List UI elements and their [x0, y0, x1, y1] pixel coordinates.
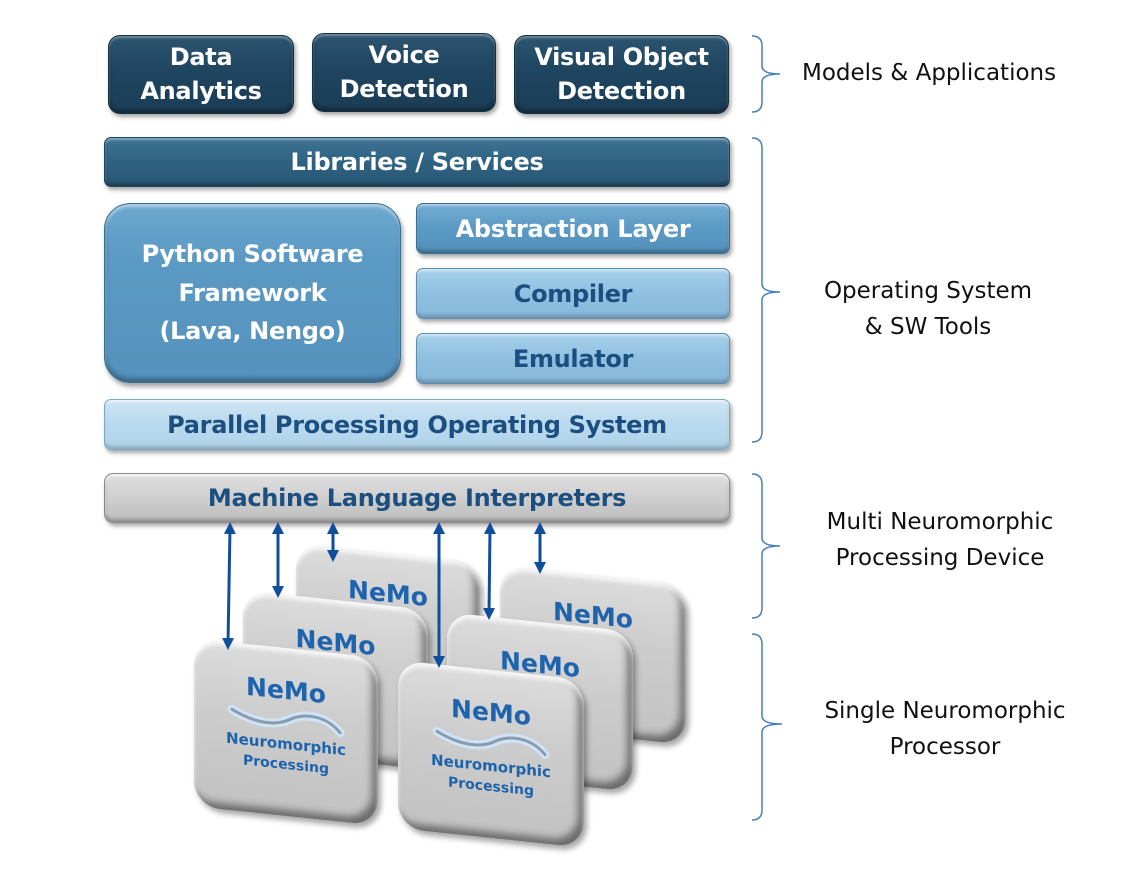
label-line1: Operating System: [823, 278, 1033, 304]
label-line1: Multi Neuromorphic: [826, 509, 1054, 535]
nemo-chip-front-left: NeMo Neuromorphic Processing: [194, 638, 378, 826]
app-label-line2: Detection: [339, 74, 469, 103]
label-models-applications: Models & Applications: [802, 56, 1056, 92]
os-label: Parallel Processing Operating System: [167, 410, 667, 439]
emulator-bar: Emulator: [416, 333, 730, 384]
brace-single-processor: [751, 633, 783, 821]
python-label-line3: (Lava, Nengo): [159, 317, 346, 346]
label-line1: Single Neuromorphic: [824, 698, 1066, 724]
label-line2: Processing Device: [835, 544, 1045, 571]
emulator-label: Emulator: [512, 344, 634, 373]
compiler-label: Compiler: [513, 279, 633, 308]
libraries-label: Libraries / Services: [290, 148, 544, 176]
app-label-line1: Visual Object: [534, 42, 709, 71]
brace-os-tools: [751, 137, 781, 443]
app-label-line1: Data: [169, 42, 233, 71]
parallel-os-bar: Parallel Processing Operating System: [104, 399, 730, 450]
label-line1: Models & Applications: [802, 60, 1057, 86]
bidirectional-arrow: [222, 522, 236, 650]
app-voice-detection: Voice Detection: [312, 33, 496, 112]
label-multi-device: Multi Neuromorphic Processing Device: [810, 505, 1070, 576]
brace-multi-device: [751, 473, 781, 619]
python-label-line1: Python Software: [141, 240, 364, 269]
brace-models: [751, 35, 781, 113]
interpreters-bar: Machine Language Interpreters: [104, 473, 730, 523]
abstraction-layer-bar: Abstraction Layer: [416, 203, 730, 254]
wave-icon: [432, 726, 550, 760]
compiler-bar: Compiler: [416, 268, 730, 319]
bidirectional-arrow: [483, 522, 496, 620]
wave-icon: [227, 704, 345, 738]
python-label-line2: Framework: [178, 278, 327, 307]
label-single-processor: Single Neuromorphic Processor: [810, 694, 1080, 765]
app-data-analytics: Data Analytics: [108, 35, 294, 114]
label-os-sw-tools: Operating System & SW Tools: [808, 274, 1048, 345]
app-label-line1: Voice: [368, 40, 440, 69]
label-line2: Processor: [889, 733, 1001, 760]
interpreters-label: Machine Language Interpreters: [207, 484, 627, 512]
app-label-line2: Detection: [557, 76, 686, 105]
python-framework-box: Python Software Framework (Lava, Nengo): [104, 203, 401, 383]
label-line2: & SW Tools: [864, 313, 992, 340]
libraries-services-bar: Libraries / Services: [104, 137, 730, 187]
nemo-chip-front-right: NeMo Neuromorphic Processing: [398, 660, 584, 848]
abstraction-label: Abstraction Layer: [455, 214, 691, 243]
app-visual-object-detection: Visual Object Detection: [514, 35, 729, 114]
app-label-line2: Analytics: [140, 76, 262, 105]
